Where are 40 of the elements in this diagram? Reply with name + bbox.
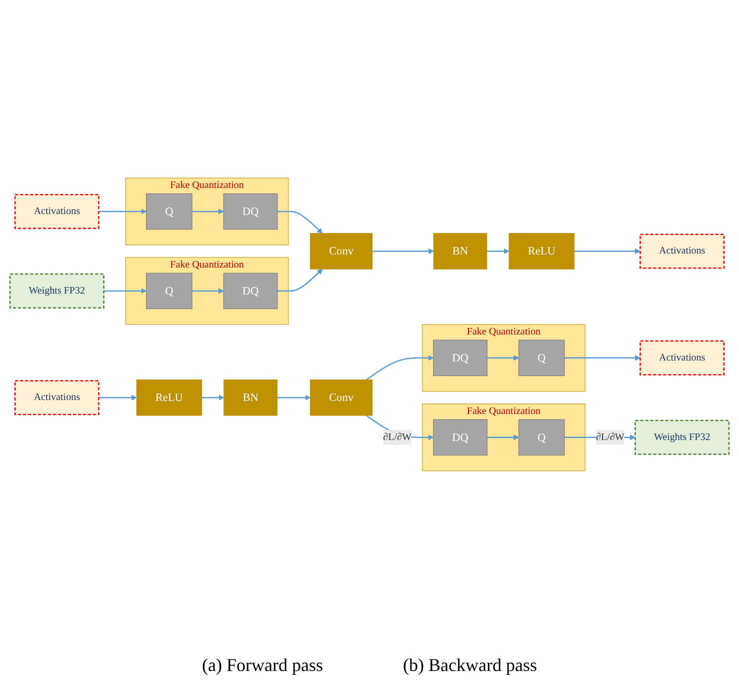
node-box: Weights FP32 <box>9 274 104 309</box>
arrow <box>277 394 311 400</box>
arrow <box>277 210 323 234</box>
node-box: BN <box>433 233 488 270</box>
arrow <box>487 355 519 361</box>
arrow <box>104 288 147 294</box>
node-box: ReLU <box>136 380 202 416</box>
node-box: Weights FP32 <box>634 420 730 455</box>
node-box: Activations <box>640 234 725 269</box>
node-box: Q <box>146 272 192 310</box>
arrow <box>564 355 640 361</box>
edge-label: ∂L/∂W <box>596 432 624 442</box>
node-box: DQ <box>223 272 278 310</box>
arrow <box>192 288 224 294</box>
node-box: DQ <box>433 340 488 376</box>
arrow <box>98 208 147 214</box>
arrow <box>202 394 224 400</box>
caption-text: (a) Forward pass <box>202 655 323 676</box>
arrow <box>192 208 224 214</box>
node-box: Activations <box>14 380 100 416</box>
arrow <box>486 248 510 254</box>
edge-label: ∂L/∂W <box>383 432 412 442</box>
node-box: Q <box>518 340 565 376</box>
node-box: BN <box>224 380 278 416</box>
arrow <box>372 248 434 254</box>
node-box: Activations <box>14 194 100 230</box>
node-box: Activations <box>640 340 725 376</box>
node-box: DQ <box>223 193 278 230</box>
node-box: ReLU <box>508 233 574 270</box>
node-box: Conv <box>310 233 373 270</box>
arrow <box>574 248 640 254</box>
arrow <box>366 355 434 380</box>
node-box: Q <box>146 193 192 230</box>
node-box: Q <box>518 419 565 456</box>
arrow <box>277 268 323 292</box>
node-box: Conv <box>310 380 373 416</box>
caption-text: (b) Backward pass <box>403 655 537 676</box>
arrow <box>487 434 519 440</box>
node-box: DQ <box>433 419 488 456</box>
arrow <box>98 394 137 400</box>
